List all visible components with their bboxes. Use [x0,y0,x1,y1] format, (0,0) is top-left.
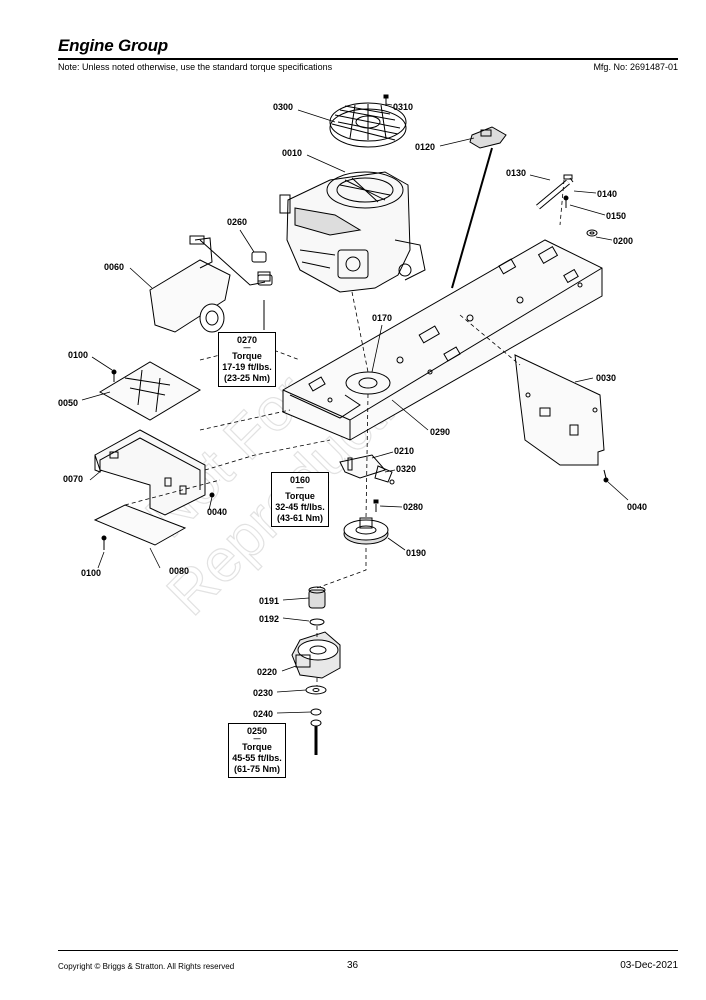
callout-0192: 0192 [259,614,279,624]
page-number: 36 [347,960,359,971]
callout-0280: 0280 [403,502,423,512]
bolt-0280-drawing [373,499,379,512]
copyright: Copyright © Briggs & Stratton. All Right… [58,962,235,971]
callout-0050: 0050 [58,398,78,408]
clutch-drawing [291,631,341,679]
torque-label: Torque [232,351,262,361]
callout-0191: 0191 [259,596,279,606]
plate-drawing [93,504,187,550]
callout-0040-left: 0040 [207,507,227,517]
torque-dash: — [296,485,304,492]
torque-dash: — [253,736,261,743]
torque-part-0160: 0160 [289,475,311,485]
engine-drawing [279,171,426,293]
torque-ftlbs: 32-45 ft/lbs. [275,502,325,512]
torque-box-0270: 0270 — Torque 17-19 ft/lbs. (23-25 Nm) [218,332,276,387]
frame-drawing [282,239,603,441]
torque-part-0250: 0250 [246,726,268,736]
torque-ftlbs: 17-19 ft/lbs. [222,362,272,372]
callout-0200: 0200 [613,236,633,246]
page-title: Engine Group [58,36,168,55]
torque-nm: (43-61 Nm) [276,513,323,523]
footer-rule [58,950,678,951]
assembly-dashed-lines [124,179,565,686]
heat-shield-drawing [99,361,201,421]
small-hardware-drawing [563,195,598,237]
idler-bracket-drawing [339,454,395,485]
callout-0100-top: 0100 [68,350,88,360]
callout-0010: 0010 [282,148,302,158]
bolt-0310-drawing [383,94,389,106]
callout-0300: 0300 [273,102,293,112]
torque-box-0160: 0160 — Torque 32-45 ft/lbs. (43-61 Nm) [271,472,329,527]
callout-0170: 0170 [372,313,392,323]
callout-0130: 0130 [506,168,526,178]
callout-0220: 0220 [257,667,277,677]
breather-tube-drawing [536,174,574,210]
leader-lines [81,103,629,714]
bracket-drawing [94,429,215,516]
torque-nm: (61-75 Nm) [233,764,280,774]
callout-0100-bottom: 0100 [81,568,101,578]
torque-nm: (23-25 Nm) [223,373,270,383]
side-panel-drawing [514,354,609,483]
callout-0030: 0030 [596,373,616,383]
torque-dash: — [243,345,251,352]
callout-0240: 0240 [253,709,273,719]
torque-label: Torque [285,491,315,501]
callout-0080: 0080 [169,566,189,576]
torque-box-0250: 0250 — Torque 45-55 ft/lbs. (61-75 Nm) [228,723,286,778]
callout-0060: 0060 [104,262,124,272]
callout-0070: 0070 [63,474,83,484]
torque-note: Note: Unless noted otherwise, use the st… [58,62,333,72]
spacer-drawing [308,586,326,626]
footer-date: 03-Dec-2021 [620,960,678,971]
callout-0150: 0150 [606,211,626,221]
torque-ftlbs: 45-55 ft/lbs. [232,753,282,763]
callout-0320: 0320 [396,464,416,474]
callout-0310: 0310 [393,102,413,112]
callout-0290: 0290 [430,427,450,437]
callout-0260: 0260 [227,217,247,227]
callout-0140: 0140 [597,189,617,199]
mfg-number: Mfg. No: 2691487-01 [593,62,678,72]
muffler-drawing [149,235,271,333]
dipstick-drawing [451,126,507,289]
header-rule [58,58,678,60]
blower-screen-drawing [329,102,407,148]
callout-0040-right: 0040 [627,502,647,512]
gasket-drawing [251,251,273,286]
callout-0210: 0210 [394,446,414,456]
callout-0230: 0230 [253,688,273,698]
pulley-drawing [343,517,389,545]
torque-part-0270: 0270 [236,335,258,345]
torque-label: Torque [242,742,272,752]
callout-0120: 0120 [415,142,435,152]
callout-0190: 0190 [406,548,426,558]
washer-bolt-drawing [305,685,327,755]
